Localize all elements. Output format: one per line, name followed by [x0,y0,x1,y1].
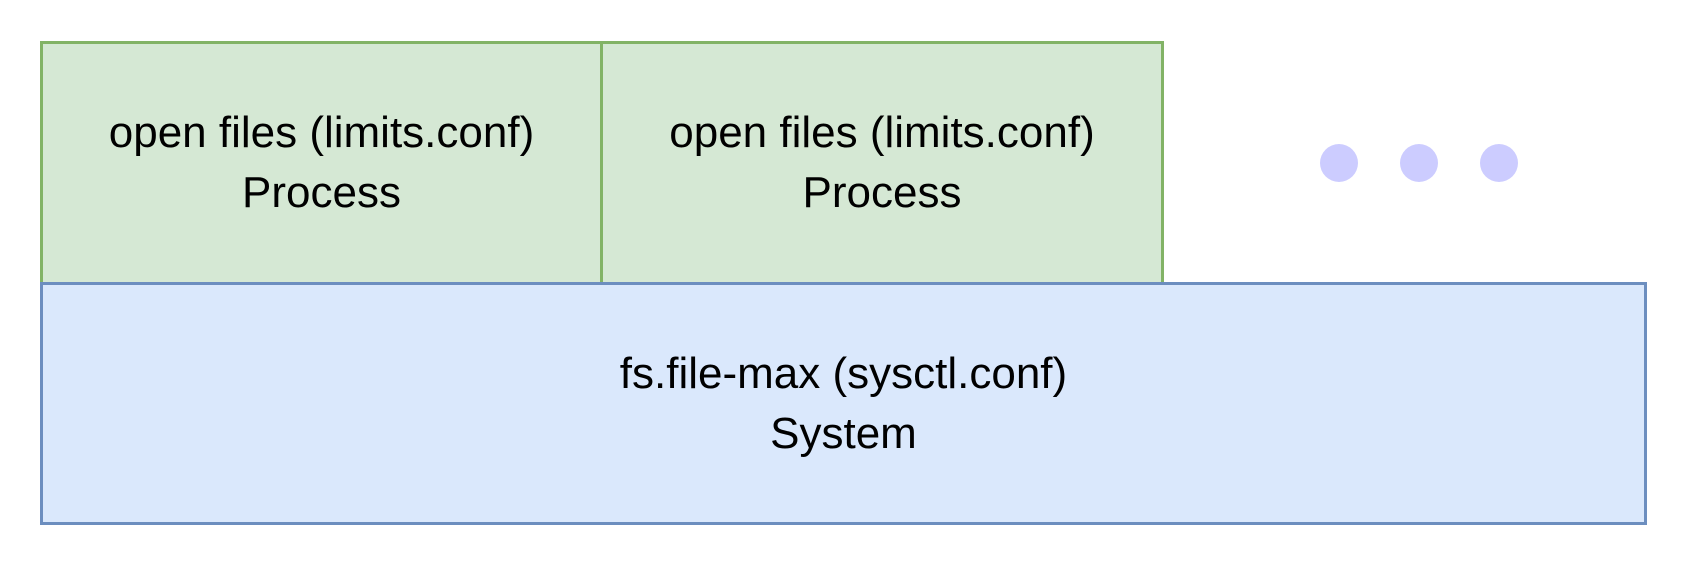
process-box-2-scope-label: Process [802,168,962,217]
system-box: fs.file-max (sysctl.conf) System [40,282,1647,525]
ellipsis-dot-3 [1480,144,1518,182]
system-box-limit-label: fs.file-max (sysctl.conf) [619,348,1068,398]
ellipsis-dot-1 [1320,144,1358,182]
process-box-1-scope-label: Process [242,168,401,217]
more-processes-ellipsis-icon [1320,144,1518,182]
system-box-scope-label: System [770,408,917,458]
process-box-1: open files (limits.conf) Process [40,41,603,285]
process-box-2-limit-label: open files (limits.conf) [669,108,1095,157]
ellipsis-dot-2 [1400,144,1438,182]
process-box-2: open files (limits.conf) Process [600,41,1164,285]
process-box-1-limit-label: open files (limits.conf) [108,108,535,157]
